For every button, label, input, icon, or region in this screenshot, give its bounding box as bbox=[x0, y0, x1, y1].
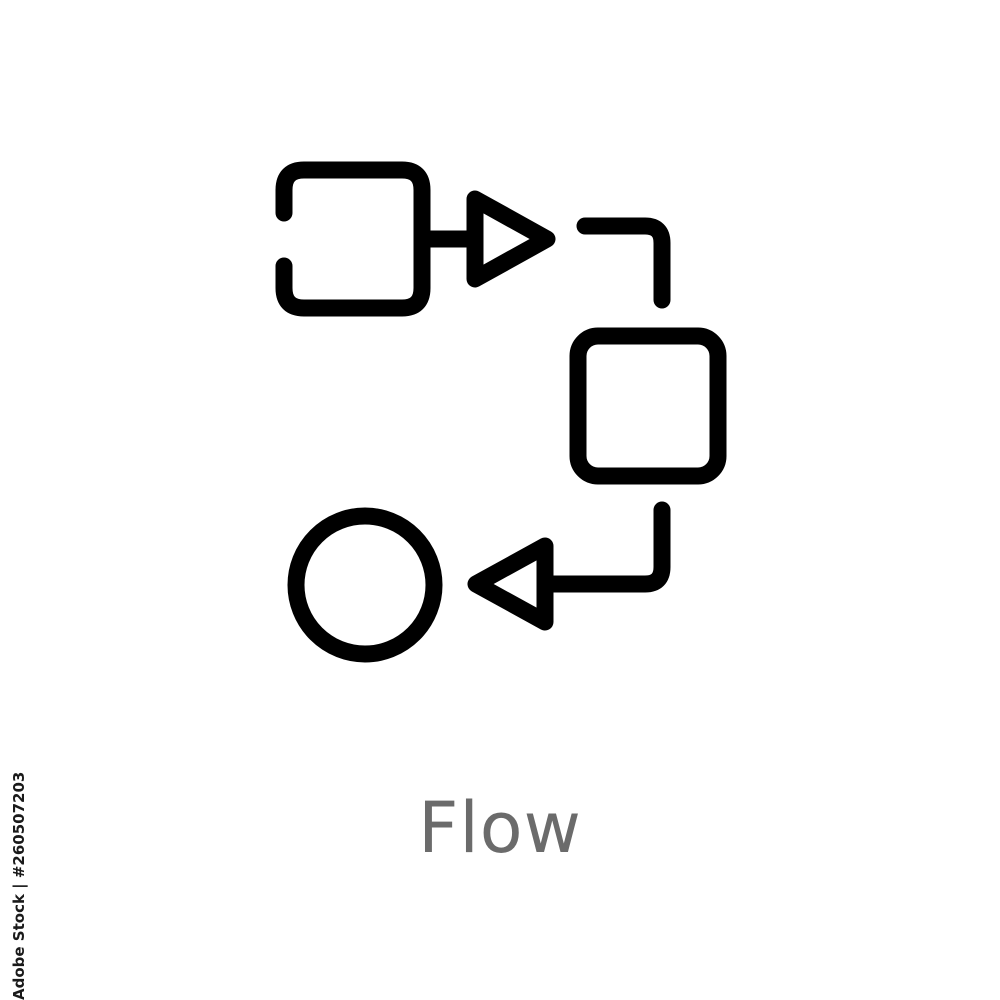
end-node-circle-icon bbox=[287, 507, 443, 663]
start-node-open-square-icon bbox=[275, 161, 431, 317]
stock-id-watermark: Adobe Stock | #260507203 bbox=[6, 760, 34, 1000]
stock-id-text: Adobe Stock | #260507203 bbox=[10, 771, 28, 1000]
icon-caption: Flow bbox=[418, 787, 582, 869]
left-arrow-icon bbox=[467, 537, 554, 631]
elbow-connector-bottom bbox=[537, 501, 671, 593]
process-node-square-icon bbox=[569, 327, 727, 485]
elbow-connector-top bbox=[576, 217, 671, 309]
right-arrow-icon bbox=[466, 190, 556, 288]
